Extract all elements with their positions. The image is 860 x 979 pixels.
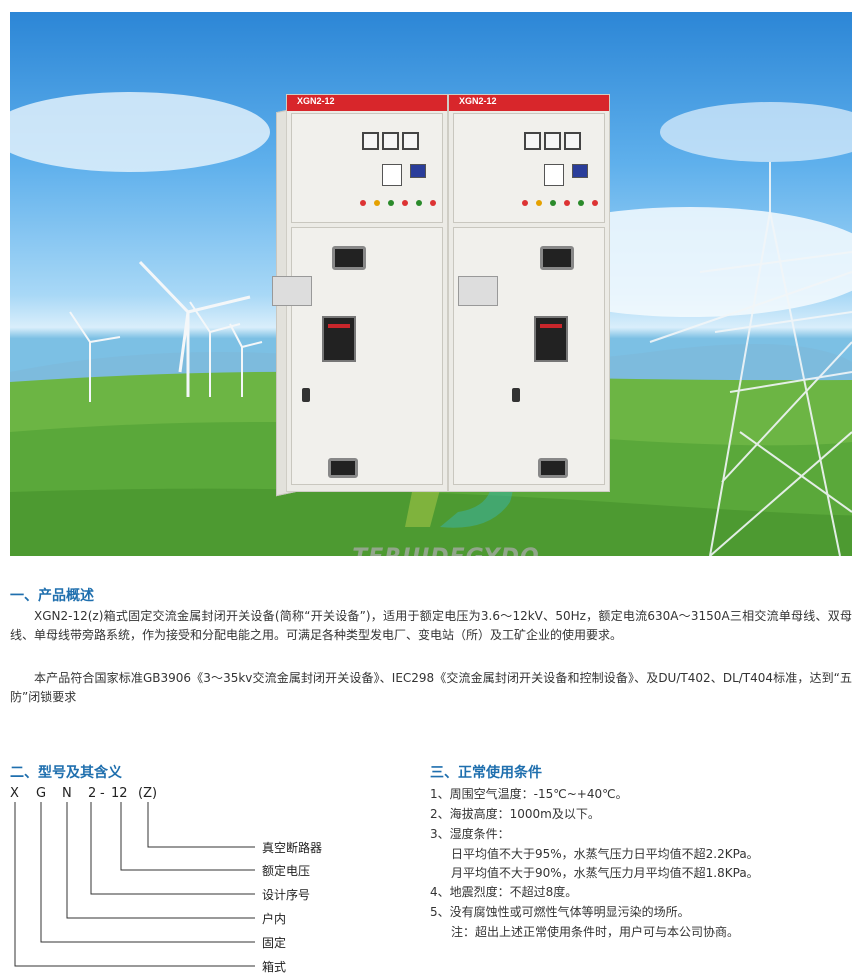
relay-display-icon: [382, 164, 402, 186]
power-tower-icon: [649, 162, 852, 556]
model-code-char: -: [100, 786, 105, 801]
model-code-char: 12: [111, 786, 128, 801]
condition-note: 注：超出上述正常使用条件时，用户可与本公司协商。: [451, 925, 740, 939]
section-heading-overview: 一、产品概述: [10, 588, 94, 604]
model-meaning-label: 额定电压: [262, 864, 311, 878]
lamp-icon: [388, 200, 394, 206]
cabinet-lower-door: [453, 227, 605, 485]
meter-icon: [524, 132, 541, 150]
lamp-icon: [564, 200, 570, 206]
cabinet-upper-door: [453, 113, 605, 223]
model-meaning-label: 固定: [262, 936, 287, 950]
model-code-char: X: [10, 786, 19, 801]
condition-item: 4、地震烈度：不超过8度。: [430, 885, 578, 899]
model-tree-lines: [14, 802, 255, 967]
model-meaning-label: 箱式: [262, 960, 287, 974]
lamp-icon: [402, 200, 408, 206]
breaker-panel-icon: [534, 316, 568, 362]
cabinet-top-bar: [287, 95, 447, 111]
wind-turbine-icon: [69, 260, 263, 402]
meter-icon: [382, 132, 399, 150]
model-meaning-label: 真空断路器: [262, 841, 323, 855]
overview-paragraph-1: XGN2-12(z)箱式固定交流金属封闭开关设备(简称“开关设备”)，适用于额定…: [10, 609, 852, 642]
model-meaning-label: 设计序号: [262, 888, 311, 902]
model-code-char: N: [62, 786, 72, 801]
cabinet-right: XGN2-12: [448, 94, 610, 492]
meter-icon: [362, 132, 379, 150]
viewing-window-icon: [538, 458, 568, 478]
overview-paragraph-2: 本产品符合国家标准GB3906《3～35kv交流金属封闭开关设备》、IEC298…: [10, 671, 852, 704]
viewing-window-icon: [540, 246, 574, 270]
lamp-icon: [550, 200, 556, 206]
cabinet-top-bar: [449, 95, 609, 111]
condition-item: 1、周围空气温度：-15℃~+40℃。: [430, 787, 628, 801]
lamp-icon: [578, 200, 584, 206]
section-heading-model: 二、型号及其含义: [10, 765, 122, 781]
lamp-icon: [430, 200, 436, 206]
condition-subitem: 月平均值不大于90%，水蒸气压力月平均值不超1.8KPa。: [451, 866, 759, 880]
watermark-text: TERUIDEGYDQ: [306, 545, 586, 556]
lamp-icon: [360, 200, 366, 206]
mechanism-gauge-icon: [458, 276, 498, 306]
condition-item: 5、没有腐蚀性或可燃性气体等明显污染的场所。: [430, 905, 690, 919]
lamp-icon: [522, 200, 528, 206]
model-code-char: G: [36, 786, 47, 801]
viewing-window-icon: [332, 246, 366, 270]
model-code-char: (Z): [138, 786, 158, 801]
section-heading-conditions: 三、正常使用条件: [430, 765, 542, 781]
indicator-panel-icon: [410, 164, 426, 178]
cabinet-model-label: XGN2-12: [459, 96, 497, 106]
meter-icon: [544, 132, 561, 150]
mechanism-gauge-icon: [272, 276, 312, 306]
viewing-window-icon: [328, 458, 358, 478]
condition-subitem: 日平均值不大于95%，水蒸气压力日平均值不超2.2KPa。: [451, 847, 759, 861]
condition-item: 2、海拔高度：1000m及以下。: [430, 807, 600, 821]
lamp-icon: [536, 200, 542, 206]
condition-item: 3、湿度条件：: [430, 827, 510, 841]
cabinet-upper-door: [291, 113, 443, 223]
model-code-char: 2: [88, 786, 97, 801]
meter-icon: [402, 132, 419, 150]
breaker-panel-icon: [322, 316, 356, 362]
door-handle-icon: [512, 388, 520, 402]
indicator-panel-icon: [572, 164, 588, 178]
relay-display-icon: [544, 164, 564, 186]
lamp-icon: [592, 200, 598, 206]
lamp-icon: [416, 200, 422, 206]
cabinet-left: XGN2-12: [272, 94, 448, 492]
door-handle-icon: [302, 388, 310, 402]
lamp-icon: [374, 200, 380, 206]
cabinet-model-label: XGN2-12: [297, 96, 335, 106]
cabinet-lower-door: [272, 227, 443, 485]
meter-icon: [564, 132, 581, 150]
product-photo: XGN2-12 XGN2-12: [10, 12, 852, 556]
model-meaning-label: 户内: [262, 912, 287, 926]
